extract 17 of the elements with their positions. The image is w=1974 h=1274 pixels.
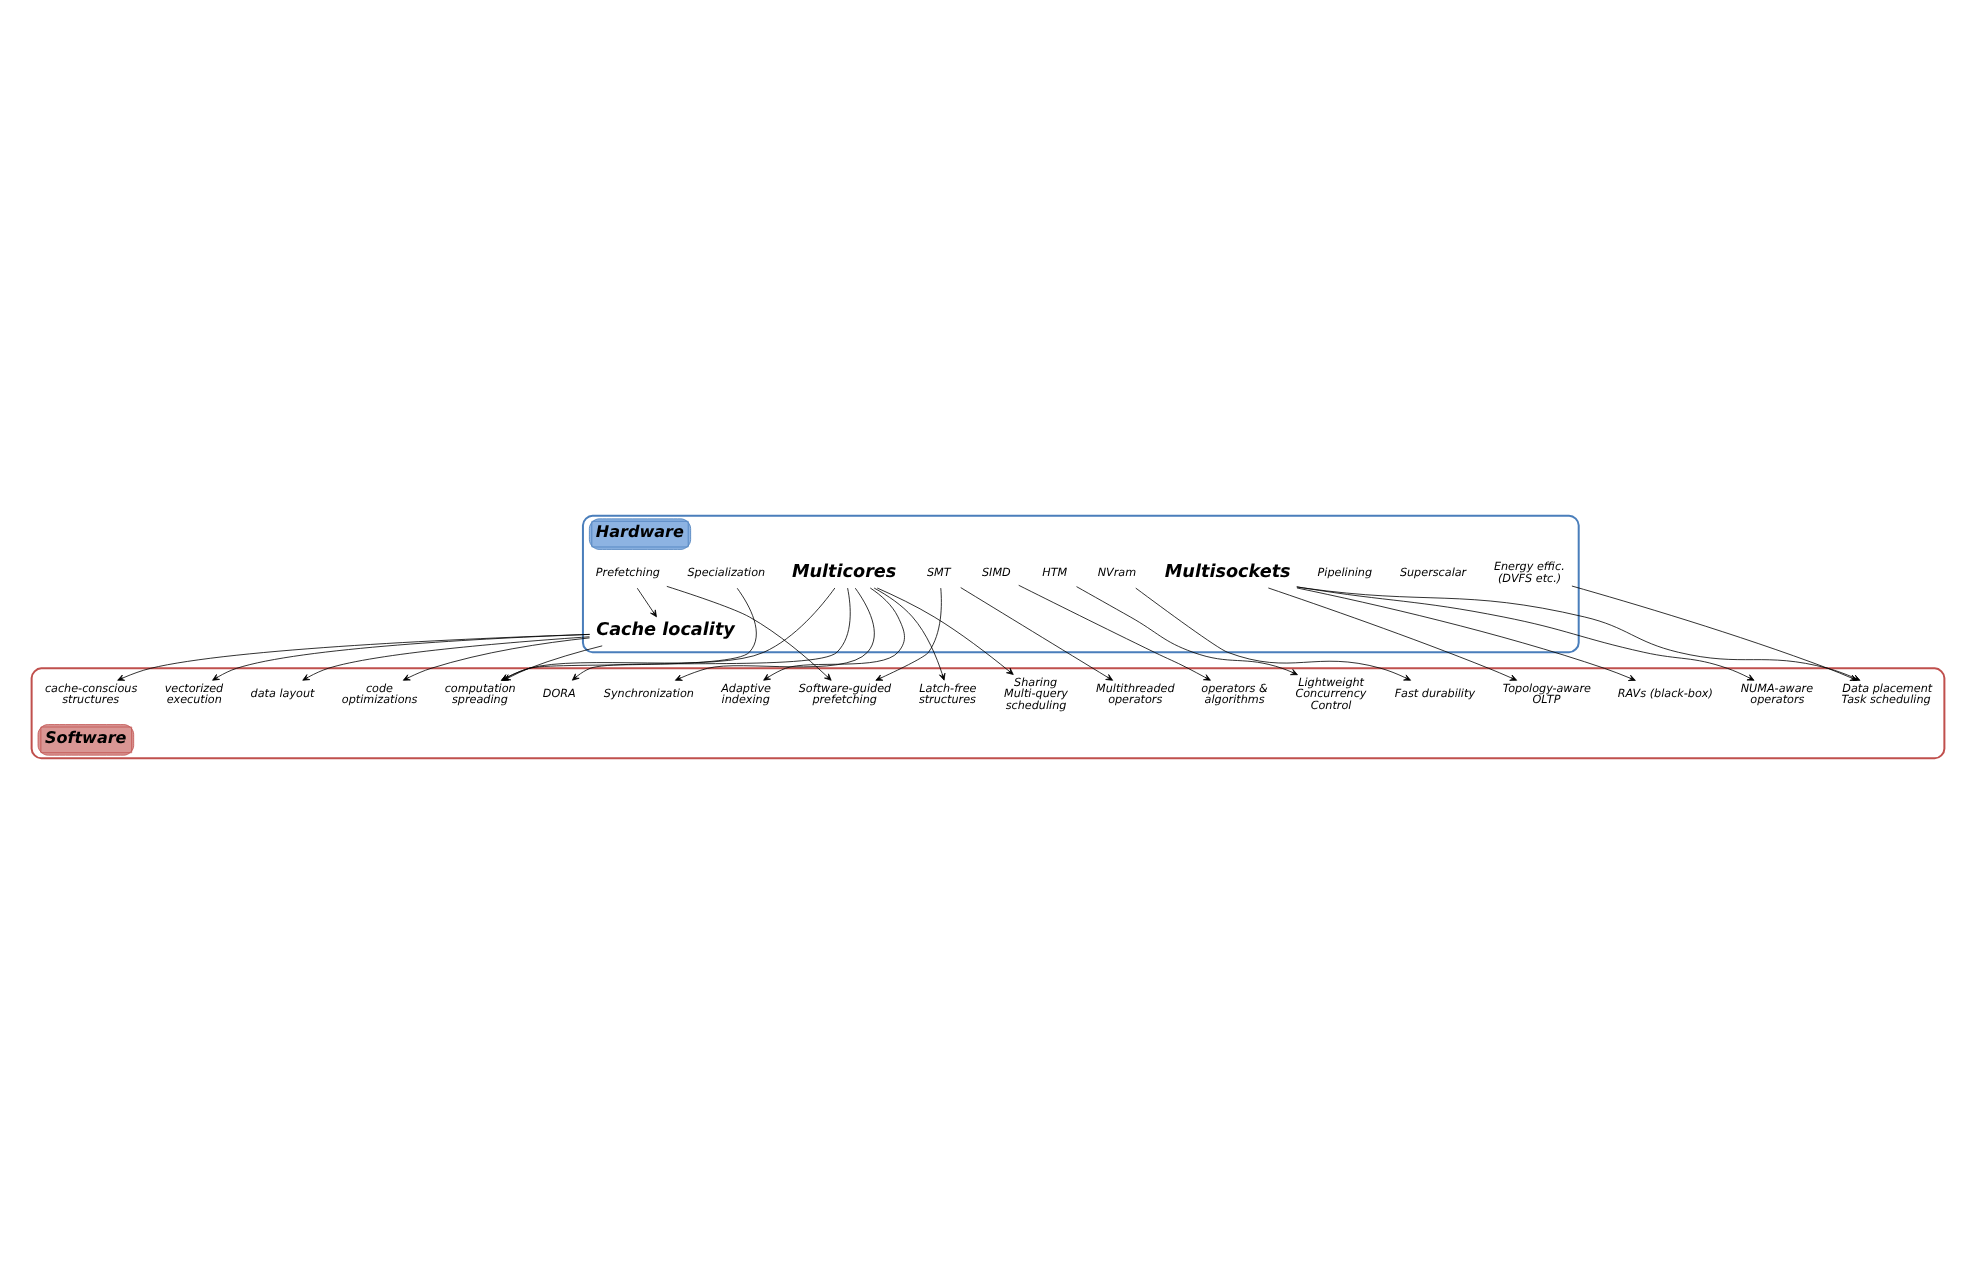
arrow (1075, 586, 1297, 676)
node-text: Multisockets (1163, 563, 1290, 584)
arrow (1134, 587, 1410, 681)
arrow (635, 587, 656, 618)
node-text: Multicores (790, 563, 896, 584)
arrow (1017, 584, 1210, 681)
arrow (1570, 585, 1857, 681)
arrow (1266, 587, 1517, 681)
arrow (571, 587, 850, 681)
arrow (762, 587, 904, 681)
arrow (665, 585, 831, 681)
arrow (875, 587, 1013, 675)
arrow (1295, 587, 1635, 681)
node-text: Cache locality (595, 621, 734, 642)
arrow (959, 587, 1113, 681)
arrow (674, 587, 874, 681)
arrow (1295, 586, 1754, 681)
